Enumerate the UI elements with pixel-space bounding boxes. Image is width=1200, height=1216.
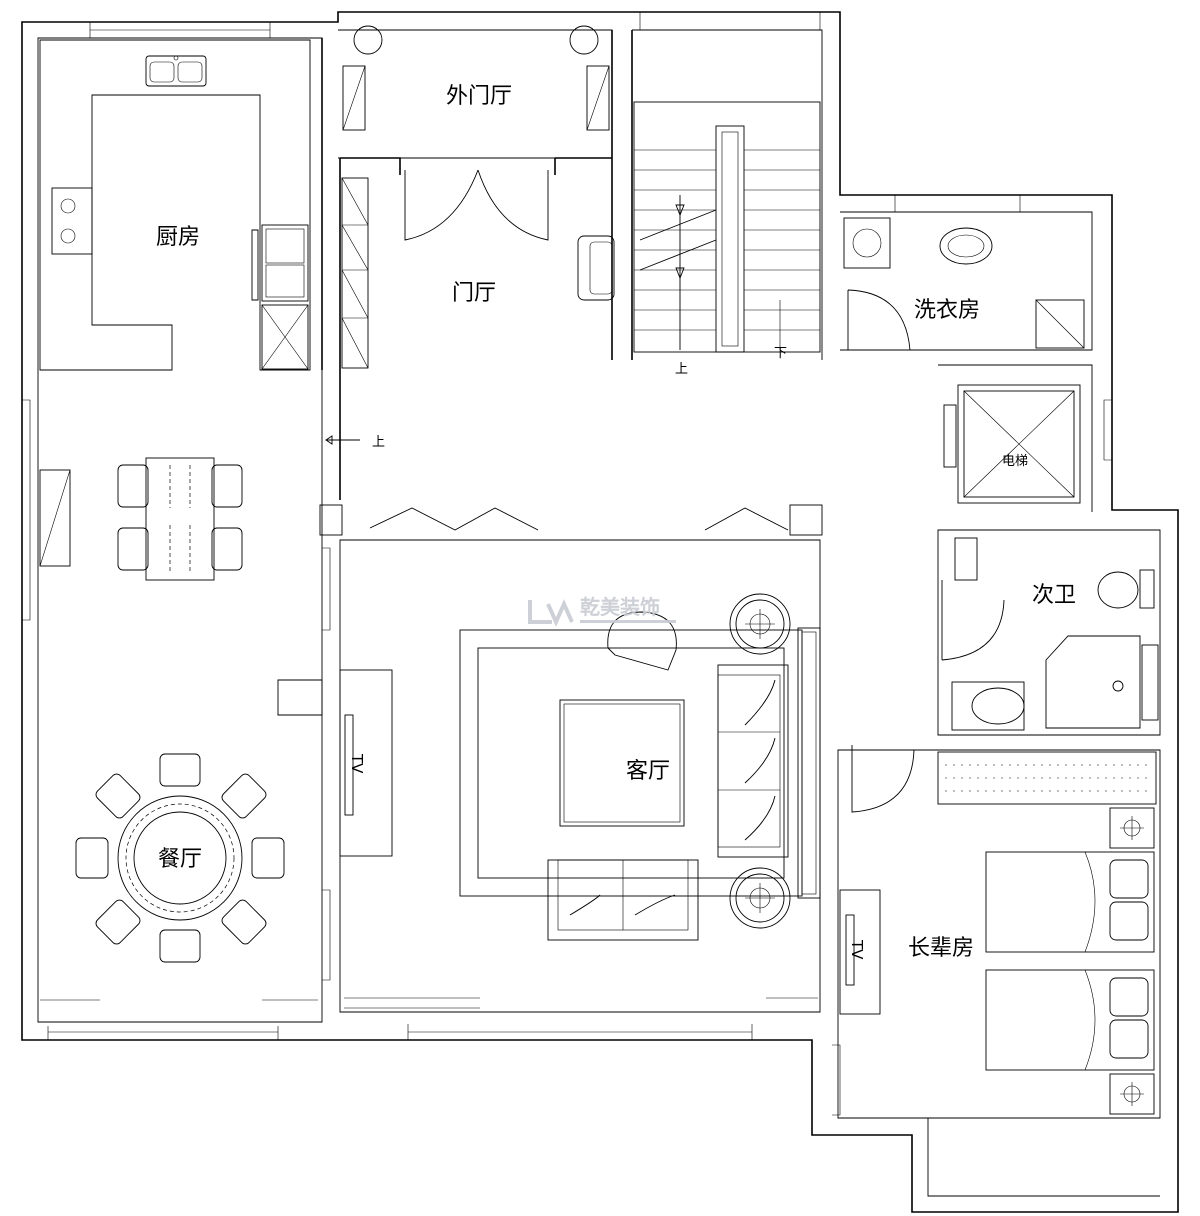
- elevator-shaft: [943, 384, 1081, 504]
- label-stair-up: 上: [675, 362, 688, 377]
- label-outer-foyer: 外门厅: [446, 84, 512, 109]
- living-room-fixtures: [277, 504, 823, 1009]
- label-dining-room: 餐厅: [158, 847, 202, 872]
- bedroom-fixtures: [839, 745, 1158, 1197]
- watermark-logo: 乾美装饰: [528, 595, 676, 627]
- dining-table-rect: [145, 457, 215, 581]
- outer-walls: [21, 11, 1179, 1213]
- label-kitchen: 厨房: [156, 225, 200, 250]
- laundry-fixtures: [843, 217, 1085, 351]
- dining-fixtures: [39, 457, 318, 1001]
- watermark-brand: 乾美装饰: [580, 595, 660, 619]
- label-elevator: 电梯: [1002, 454, 1028, 469]
- foyer-fixtures: [325, 25, 615, 445]
- stove-icon: [51, 187, 93, 255]
- label-step-up: 上: [372, 435, 385, 450]
- label-living-room: 客厅: [626, 759, 670, 784]
- label-tv-bedroom: TV: [848, 939, 866, 960]
- dining-table-round: [117, 795, 243, 921]
- label-tv-living: TV: [348, 753, 366, 774]
- toilet-icon: [1097, 571, 1139, 609]
- sink-icon: [145, 55, 207, 87]
- guest-bath-fixtures: [941, 537, 1159, 731]
- label-stair-down: 下: [774, 346, 787, 361]
- kitchen-fixtures: [39, 39, 311, 371]
- label-guest-bath: 次卫: [1032, 583, 1076, 608]
- label-foyer: 门厅: [452, 281, 496, 306]
- label-elder-bedroom: 长辈房: [908, 936, 974, 961]
- staircase: [633, 101, 821, 353]
- label-laundry: 洗衣房: [914, 298, 980, 323]
